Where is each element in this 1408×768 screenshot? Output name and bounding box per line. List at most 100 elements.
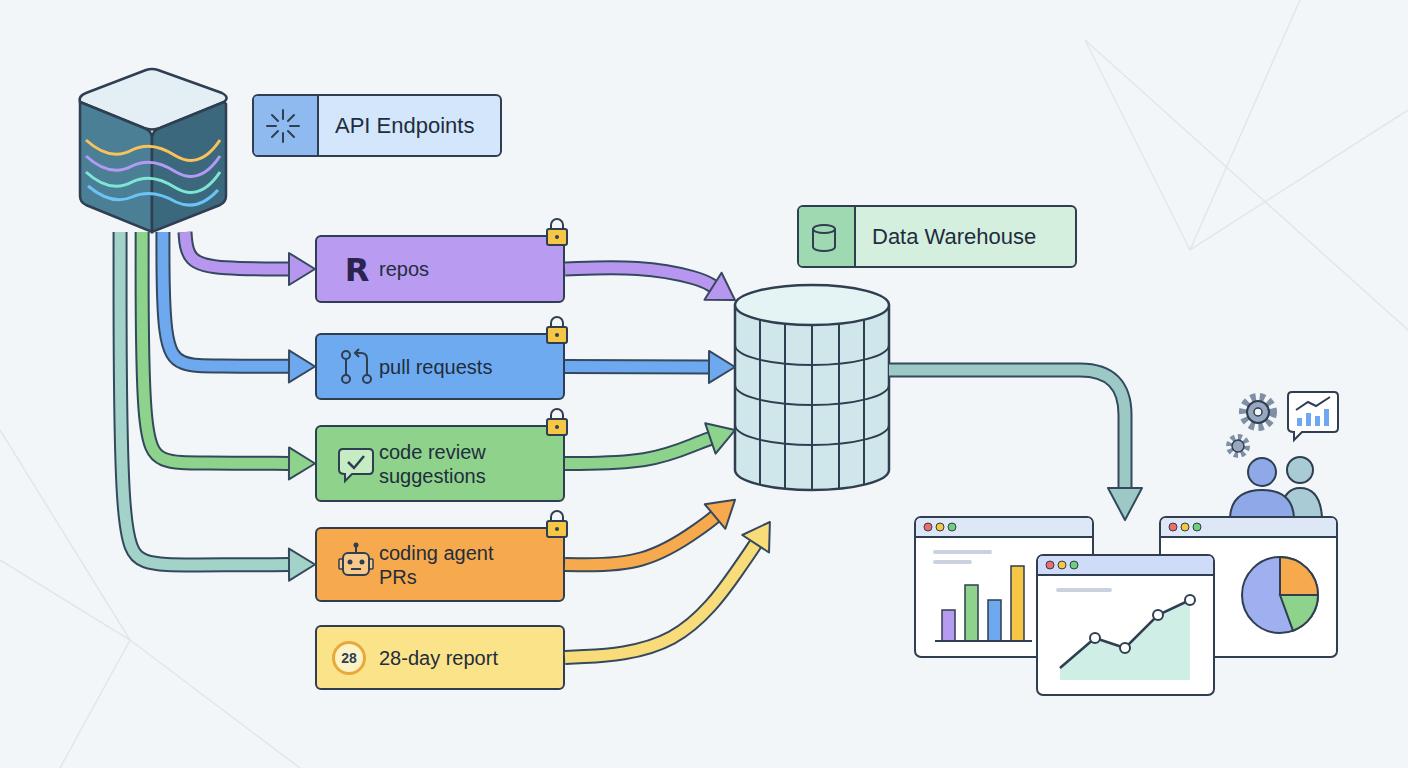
- flow-arrow: [565, 268, 735, 300]
- icon-line: [288, 131, 294, 137]
- icon-line: [355, 349, 359, 357]
- chart-bar: [988, 600, 1001, 641]
- arrow-band: [185, 232, 289, 269]
- robot-head: [343, 553, 369, 575]
- cylinder-grid: [811, 325, 813, 490]
- window-dot: [1193, 523, 1201, 531]
- robot-antenna: [354, 543, 359, 548]
- arrow-outline: [565, 544, 756, 658]
- arrow-band: [565, 517, 715, 565]
- chart-point: [1185, 595, 1195, 605]
- endpoint-box: coding agent PRs: [315, 527, 565, 602]
- placeholder-line: [935, 560, 970, 564]
- output-arrow: [889, 370, 1125, 491]
- review-icon: [339, 449, 373, 481]
- decor-line: [130, 640, 300, 768]
- arrow-band: [565, 544, 756, 658]
- lock-icon: [547, 317, 567, 343]
- review-check: [348, 456, 364, 468]
- lock-shackle: [551, 219, 563, 229]
- decor-line: [0, 430, 130, 640]
- decor-line: [0, 560, 130, 768]
- cube-wave: [86, 172, 220, 192]
- flow-arrow: [120, 232, 315, 581]
- chart-axis: [935, 640, 1032, 642]
- heading-label: API Endpoints: [335, 113, 474, 139]
- gear-teeth: [1229, 437, 1247, 455]
- icon-circle: [363, 375, 371, 383]
- bubble-bar: [1297, 418, 1302, 426]
- cylinder-grid: [784, 324, 786, 489]
- arrow-band: [565, 268, 713, 287]
- window-dot: [936, 523, 944, 531]
- heading-label-box: API Endpoints: [252, 94, 502, 157]
- cylinder-grid: [838, 324, 840, 489]
- box-label: pull requests: [379, 355, 539, 379]
- arrow-outline: [163, 232, 289, 366]
- flow-arrow: [185, 232, 315, 285]
- arrow-outline: [565, 268, 713, 287]
- window-dot: [1181, 523, 1189, 531]
- robot-ear: [368, 559, 373, 569]
- icon-line: [272, 131, 278, 137]
- line-chart-area: [1060, 600, 1190, 680]
- bubble-bar: [1306, 413, 1311, 426]
- window-header: [1038, 556, 1213, 575]
- chart-point: [1090, 633, 1100, 643]
- arrow-outline: [565, 438, 710, 463]
- lock-body: [547, 327, 567, 343]
- cube-wave: [86, 140, 220, 160]
- lock-keyhole: [555, 527, 559, 531]
- lock-shackle: [551, 511, 563, 521]
- icon-line: [355, 353, 367, 375]
- flow-arrow: [163, 232, 315, 382]
- arrow-band: [565, 438, 710, 463]
- pull-request-icon: [342, 349, 371, 383]
- icon-line: [288, 115, 294, 121]
- decor-line: [1085, 40, 1408, 330]
- gear: [1247, 401, 1269, 423]
- endpoint-box: code review suggestions: [315, 425, 565, 502]
- cube-wave: [88, 186, 218, 205]
- placeholder-line: [1058, 588, 1110, 592]
- decor-line: [1085, 40, 1408, 250]
- gear-hub: [1254, 408, 1262, 416]
- arrow-head: [705, 500, 735, 529]
- label-icon-area: [799, 207, 856, 266]
- endpoint-box: reposR: [315, 235, 565, 303]
- lock-keyhole: [555, 333, 559, 337]
- box-text-wrap: code review suggestions: [379, 440, 529, 488]
- robot-antenna: [355, 546, 357, 553]
- icon-circle: [342, 351, 350, 359]
- arrow-head: [289, 253, 315, 285]
- robot-eye: [360, 560, 365, 565]
- robot-ear: [339, 559, 344, 569]
- lock-icon: [547, 511, 567, 537]
- window-header-line: [916, 536, 1092, 538]
- icon-circle: [342, 375, 350, 383]
- pie-chart: [1242, 557, 1318, 633]
- chart-bar: [965, 585, 978, 641]
- line-chart: [1060, 600, 1190, 668]
- cylinder-grid: [863, 320, 865, 485]
- flow-arrow: [565, 351, 735, 383]
- arrow-band: [163, 232, 289, 366]
- chart-bar: [1011, 566, 1024, 641]
- person-body: [1230, 490, 1294, 517]
- pie-slice: [1280, 595, 1318, 631]
- icon-line: [290, 125, 299, 127]
- box-label: coding agent PRs: [379, 541, 529, 589]
- arrow-outline: [142, 232, 289, 463]
- window-header: [1161, 518, 1336, 537]
- flow-arrow: [565, 423, 735, 463]
- arrow-head: [742, 522, 770, 553]
- cube-face: [152, 102, 226, 232]
- output-arrow-head: [1108, 488, 1142, 520]
- arrow-head: [705, 423, 735, 453]
- lock-shackle: [551, 317, 563, 327]
